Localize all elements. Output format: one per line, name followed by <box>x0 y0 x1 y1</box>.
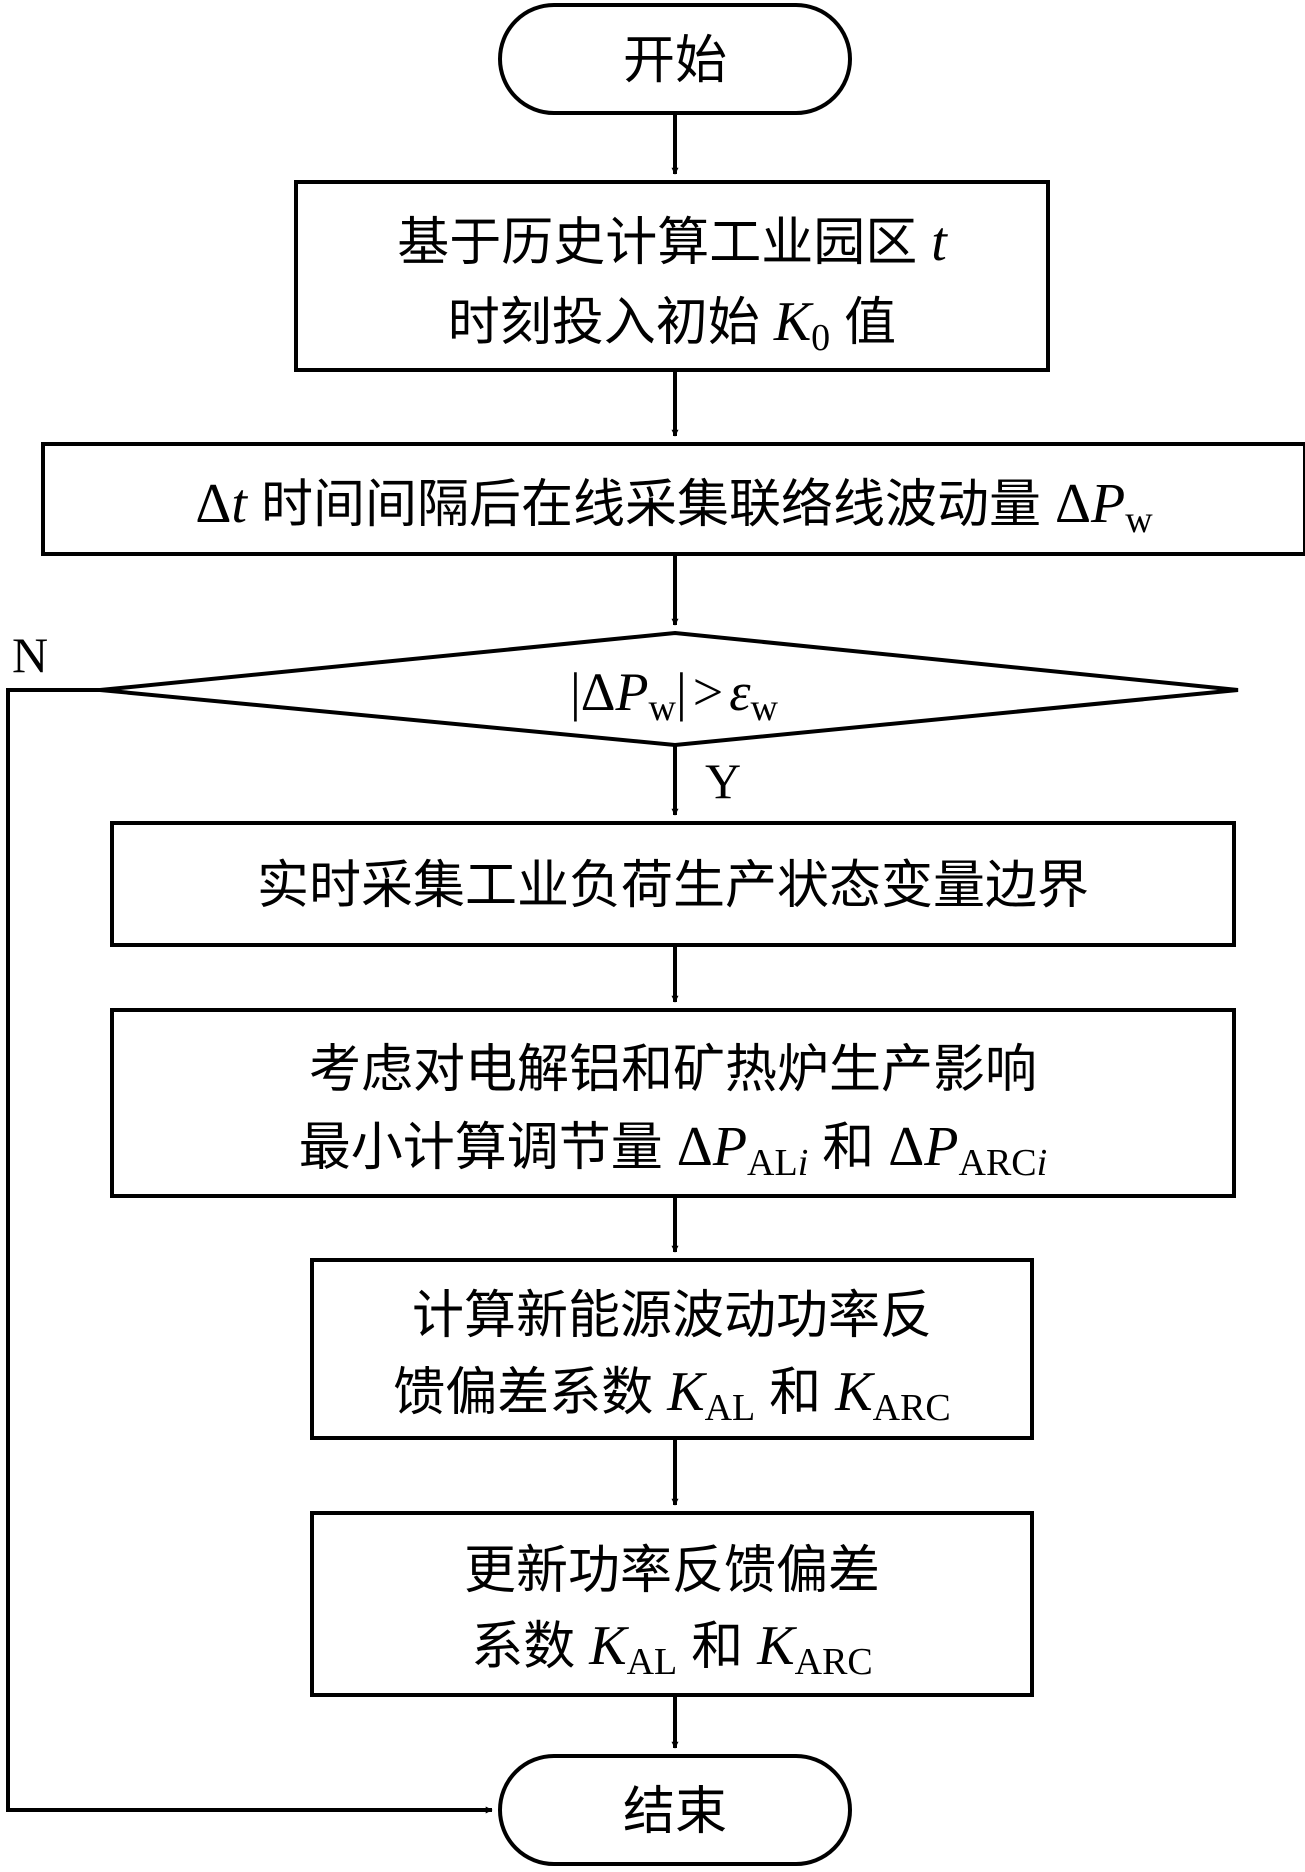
decision-diamond: |ΔPw|>εw <box>99 630 1239 748</box>
decision-yes-label: Y <box>705 753 741 809</box>
start-terminal: 开始 <box>498 3 852 115</box>
start-label: 开始 <box>623 31 727 91</box>
step3-box: 实时采集工业负荷生产状态变量边界 <box>110 821 1236 947</box>
step3-text: 实时采集工业负荷生产状态变量边界 <box>257 856 1089 916</box>
decision-no-label: N <box>12 627 48 683</box>
end-label: 结束 <box>623 1782 727 1842</box>
arrow-no-branch-to-end <box>6 688 493 1814</box>
step6-line1: 更新功率反馈偏差 <box>464 1541 880 1601</box>
step5-line1: 计算新能源波动功率反 <box>412 1286 932 1346</box>
step4-line1: 考虑对电解铝和矿热炉生产影响 <box>309 1040 1037 1100</box>
end-terminal: 结束 <box>498 1754 852 1866</box>
decision-condition: |ΔPw|>εw <box>570 662 779 729</box>
